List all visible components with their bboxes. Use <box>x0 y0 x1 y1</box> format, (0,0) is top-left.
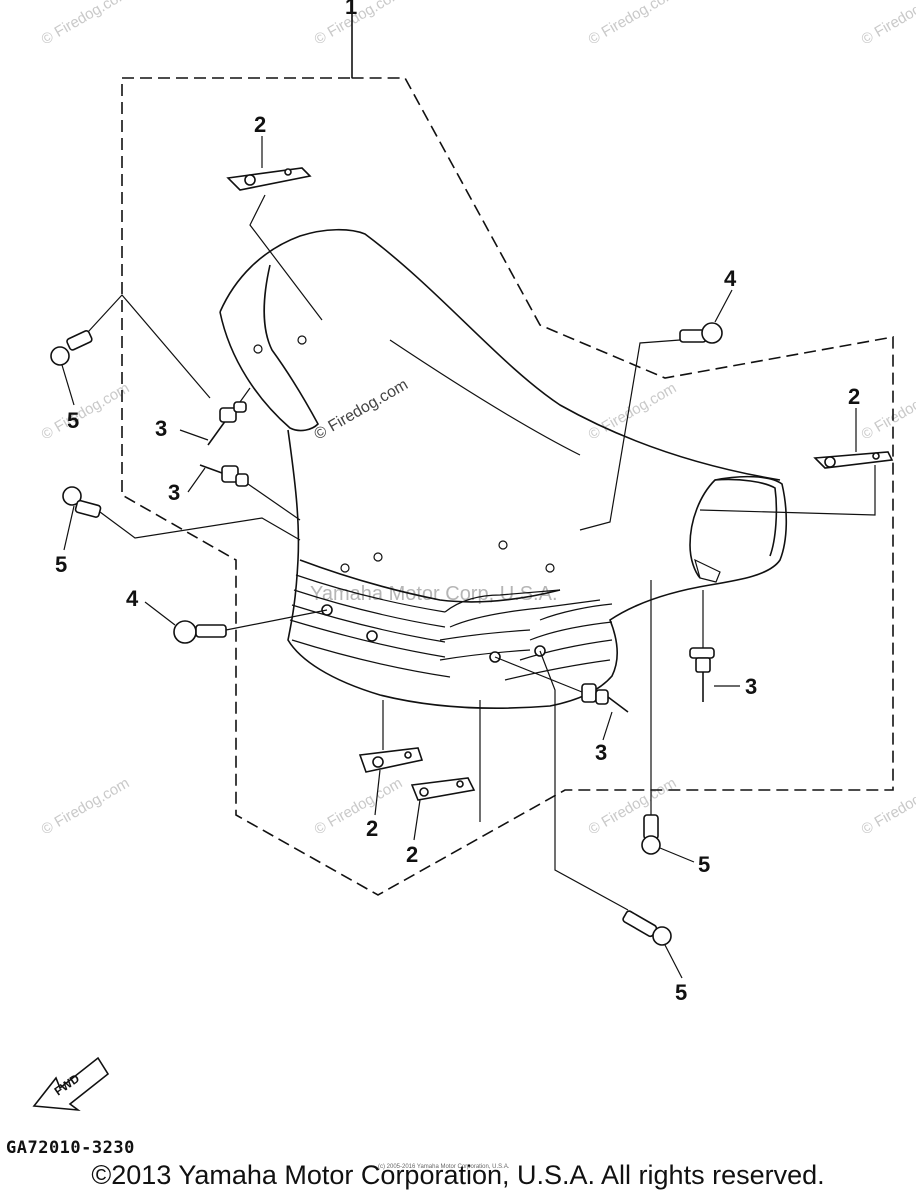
clip-plate-bottom-right <box>410 700 481 822</box>
front-cowl <box>287 429 788 710</box>
fine-print: (c) 2005-2016 Yamaha Motor Corporation, … <box>378 1164 510 1170</box>
bolt-parts-5 <box>50 294 672 946</box>
grommet-right <box>689 590 715 702</box>
watermark: © Firedog.com <box>859 0 916 48</box>
leader-lines <box>61 136 857 979</box>
watermark-layer: © Firedog.com © Firedog.com © Firedog.co… <box>39 0 916 838</box>
callout-2: 2 <box>406 842 418 867</box>
assembly-boundary <box>121 10 894 896</box>
bolt-mid-left <box>62 486 301 541</box>
callout-2: 2 <box>366 816 378 841</box>
callout-5: 5 <box>55 552 67 577</box>
callout-4: 4 <box>126 586 139 611</box>
screw-top-right <box>579 322 723 531</box>
screw-left-front <box>173 609 328 644</box>
windshield <box>219 228 781 550</box>
callout-labels: 1 2 2 2 2 3 3 3 3 4 4 5 5 5 5 <box>55 0 860 1005</box>
watermark: © Firedog.com <box>39 0 133 48</box>
callout-3: 3 <box>155 416 167 441</box>
copyright-notice: ©2013 Yamaha Motor Corporation, U.S.A. A… <box>91 1160 825 1190</box>
callout-1: 1 <box>345 0 357 19</box>
watermark: © Firedog.com <box>859 379 916 443</box>
clip-plate-parts <box>226 167 894 822</box>
callout-5: 5 <box>67 408 79 433</box>
watermark: © Firedog.com <box>859 774 916 838</box>
watermark: © Firedog.com <box>586 774 680 838</box>
callout-5: 5 <box>675 980 687 1005</box>
callout-3: 3 <box>745 674 757 699</box>
clip-plate-bottom-left <box>358 700 424 773</box>
clip-plate-right <box>699 451 894 516</box>
diagram-part-code: GA72010-3230 <box>6 1138 135 1158</box>
watermark: © Firedog.com <box>312 0 406 48</box>
grommet-left-lower <box>199 464 301 521</box>
bolt-bottom-center <box>641 580 661 855</box>
callout-3: 3 <box>595 740 607 765</box>
grommet-center <box>494 656 629 713</box>
watermark: © Firedog.com <box>39 774 133 838</box>
callout-2: 2 <box>254 112 266 137</box>
grommet-parts <box>199 387 715 713</box>
watermark: © Firedog.com <box>39 379 133 443</box>
callout-5: 5 <box>698 852 710 877</box>
watermark-center: © Firedog.com <box>312 376 412 443</box>
callout-3: 3 <box>168 480 180 505</box>
grommet-left-upper <box>207 387 251 446</box>
screw-parts-4 <box>173 322 723 644</box>
bolt-upper-left <box>50 294 211 399</box>
ghost-copyright-text: Yamaha Motor Corp, U.S.A. <box>310 583 558 605</box>
clip-plate-top <box>226 167 323 321</box>
bolt-bottom-right <box>539 650 672 946</box>
callout-4: 4 <box>724 266 737 291</box>
watermark: © Firedog.com <box>312 774 406 838</box>
fwd-arrow-icon: FWD <box>32 1056 110 1112</box>
callout-2: 2 <box>848 384 860 409</box>
watermark: © Firedog.com <box>586 0 680 48</box>
